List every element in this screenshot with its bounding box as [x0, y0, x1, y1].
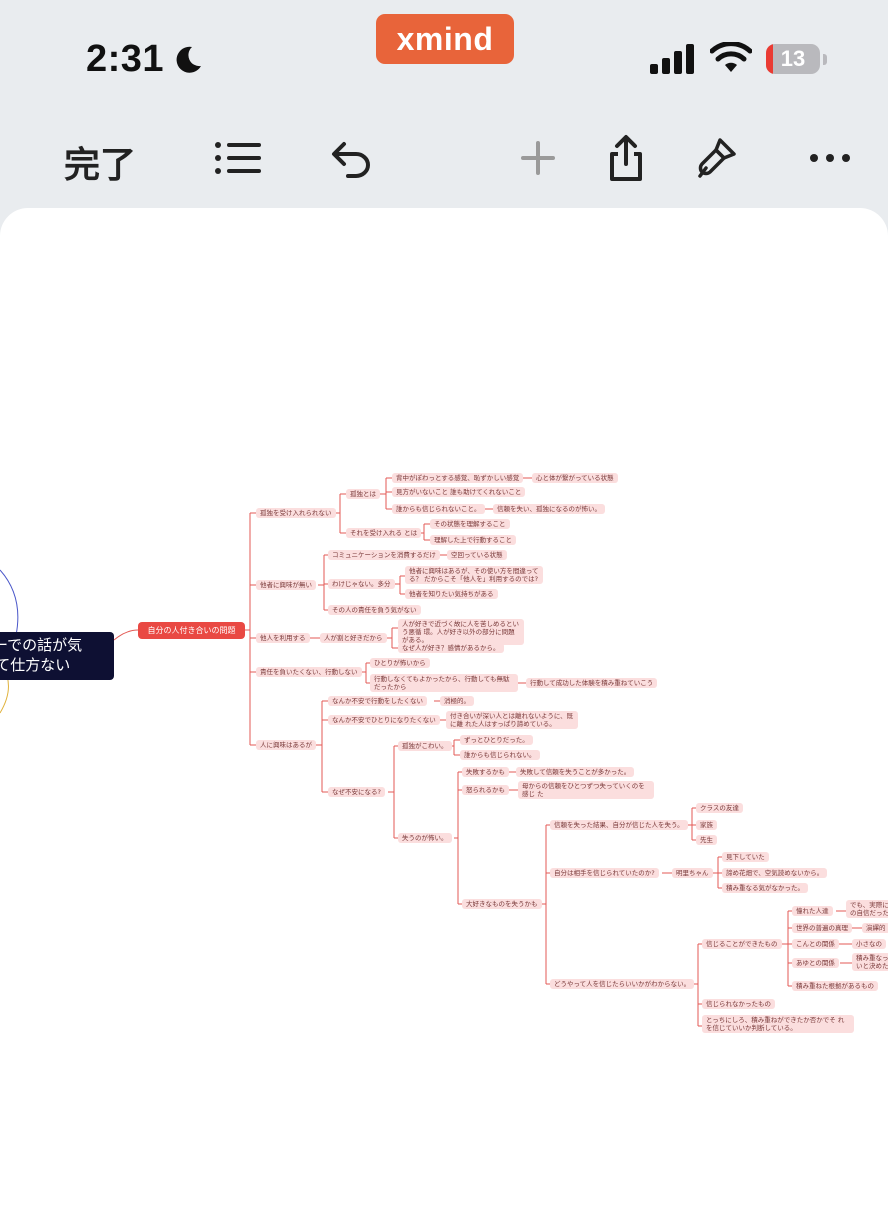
topic-node[interactable]: 積み重なっ いと決めた	[852, 953, 888, 971]
topic-node[interactable]: 空回っている状態	[447, 550, 507, 560]
battery-level-text: 13	[780, 46, 806, 71]
topic-node[interactable]: 誰からも信じられない。	[460, 750, 540, 760]
topic-node[interactable]: 信じられなかったもの	[702, 999, 775, 1009]
topic-node[interactable]: 他人を利用する	[256, 633, 310, 643]
topic-node[interactable]: 失敗して信頼を失うことが多かった。	[516, 767, 635, 777]
topic-node[interactable]: 消極的。	[440, 696, 474, 706]
topic-node[interactable]: 先生	[696, 835, 717, 845]
topic-node[interactable]: 世界の普遍の真理	[792, 923, 852, 933]
topic-node[interactable]: なんか不安でひとりになりたくない	[328, 715, 440, 725]
topic-node[interactable]: クラスの友達	[696, 803, 743, 813]
plus-icon	[521, 141, 555, 175]
topic-node[interactable]: 誰からも信じられないこと。	[392, 504, 485, 514]
main-topic[interactable]: 自分の人付き合いの問題	[138, 622, 245, 639]
topic-node[interactable]: とっちにしろ、積み重ねができたか否かでそ れを信じていいか判断している。	[702, 1015, 854, 1033]
topic-node[interactable]: 付き合いが深い人とは離れないように、既に離 れた人はすっぱり諦めている。	[446, 711, 578, 729]
topic-node[interactable]: 信頼を失い、孤独になるのが怖い。	[493, 504, 605, 514]
topic-node[interactable]: 明里ちゃん	[672, 868, 713, 878]
cellular-signal-icon	[650, 44, 694, 74]
topic-node[interactable]: 背中がぽわっとする感覚、恥ずかしい感覚	[392, 473, 524, 483]
battery-indicator: 13	[766, 44, 828, 76]
outline-list-button[interactable]	[214, 134, 262, 182]
topic-node[interactable]: なんか不安で行動をしたくない	[328, 696, 427, 706]
topic-node[interactable]: 心と体が繋がっている状態	[532, 473, 618, 483]
topic-node[interactable]: 責任を負いたくない、行動しない	[256, 667, 362, 677]
topic-node[interactable]: 見下していた	[722, 852, 769, 862]
topic-node[interactable]: 小さなの	[852, 939, 886, 949]
app-badge[interactable]: xmind	[376, 14, 514, 64]
topic-node[interactable]: 家族	[696, 820, 717, 830]
paint-brush-icon	[698, 138, 736, 178]
topic-node[interactable]: 自分は相手を信じられていたのか?	[550, 868, 659, 878]
connector-lines	[0, 477, 862, 1027]
topic-node[interactable]: 演繹的	[862, 923, 888, 933]
topic-node[interactable]: 他者に興味はあるが、その使い方を間違って る？ だからこそ「他人を」利用するので…	[405, 566, 543, 584]
topic-node[interactable]: 信じることができたもの	[702, 939, 782, 949]
topic-node[interactable]: ずっとひとりだった。	[460, 735, 533, 745]
topic-node[interactable]: 理解した上で行動すること	[430, 535, 516, 545]
topic-node[interactable]: 諦め花畑で、空気読めないから。	[722, 868, 828, 878]
topic-node[interactable]: 行動しなくてもよかったから、行動しても無駄 だったから	[370, 674, 518, 692]
topic-node[interactable]: 失うのが怖い。	[398, 833, 452, 843]
topic-node[interactable]: ひとりが怖いから	[370, 658, 430, 668]
topic-node[interactable]: 人が割と好きだから	[320, 633, 387, 643]
mindmap-canvas[interactable]: バーでの話が気 なって仕方ない 自分の人付き合いの問題 孤独を受け入れられない …	[0, 208, 888, 1208]
central-topic[interactable]: バーでの話が気 なって仕方ない	[0, 632, 114, 680]
topic-node[interactable]: 人に興味はあるが	[256, 740, 316, 750]
central-topic-line-2: なって仕方ない	[0, 656, 71, 674]
topic-node[interactable]: 行動して成功した体験を積み重ねていこう	[526, 678, 658, 688]
topic-node[interactable]: 大好きなものを失うかも	[462, 899, 542, 909]
topic-node[interactable]: 見方がいないこと 誰も助けてくれないこと	[392, 487, 526, 497]
topic-node[interactable]: その状態を理解すること	[430, 519, 510, 529]
topic-node[interactable]: 孤独を受け入れられない	[256, 508, 336, 518]
topic-node[interactable]: それを受け入れる とは	[346, 528, 422, 538]
status-bar: 2:31 xmind 13	[0, 0, 888, 110]
topic-node[interactable]: こんとの関係	[792, 939, 839, 949]
topic-node[interactable]: 失敗するかも	[462, 767, 509, 777]
add-topic-button[interactable]	[514, 134, 562, 182]
list-icon	[215, 142, 261, 174]
format-brush-button[interactable]	[692, 134, 740, 182]
topic-node[interactable]: わけじゃない。多分	[328, 579, 395, 589]
clock-time: 2:31	[86, 38, 165, 80]
topic-node[interactable]: 孤独とは	[346, 489, 380, 499]
more-options-button[interactable]	[806, 134, 854, 182]
share-button[interactable]	[602, 134, 650, 182]
undo-button[interactable]	[328, 134, 376, 182]
wifi-icon	[710, 42, 752, 72]
moon-icon	[176, 46, 201, 73]
more-horizontal-icon	[810, 154, 850, 162]
topic-node[interactable]: 他者を知りたい気持ちがある	[405, 589, 498, 599]
topic-node[interactable]: その人の責任を負う気がない	[328, 605, 421, 615]
topic-node[interactable]: 孤独がこわい。	[398, 741, 452, 751]
topic-node[interactable]: どうやって人を信じたらいいかがわからない。	[550, 979, 695, 989]
editor-toolbar: 完了	[0, 122, 888, 194]
topic-node[interactable]: なぜ人が好き？感情があるから。	[398, 643, 504, 653]
topic-node[interactable]: 積み重ねた根拠があるもの	[792, 981, 878, 991]
topic-node[interactable]: 母からの信頼をひとつずつ失っていくのを感じ た	[518, 781, 654, 799]
topic-node[interactable]: 他者に興味が無い	[256, 580, 316, 590]
central-topic-line-1: バーでの話が気	[0, 636, 83, 654]
topic-node[interactable]: 憧れた人達	[792, 906, 833, 916]
topic-node[interactable]: コミュニケーションを消費するだけ	[328, 550, 440, 560]
done-button[interactable]: 完了	[64, 145, 137, 186]
topic-node[interactable]: 信頼を失った結果、自分が信じた人を失う。	[550, 820, 688, 830]
share-icon	[610, 135, 642, 181]
topic-node[interactable]: 怒られるかも	[462, 785, 509, 795]
topic-node[interactable]: あゆとの関係	[792, 958, 839, 968]
topic-node[interactable]: なぜ不安になる?	[328, 787, 385, 797]
topic-node[interactable]: 人が好きで近づく故に人を苦しめるという悪循 環。人が好き以外の部分に問題がある。	[398, 619, 524, 645]
topic-node[interactable]: でも、実際に の自信だった	[846, 900, 888, 918]
undo-icon	[332, 142, 370, 178]
topic-node[interactable]: 積み重なる気がなかった。	[722, 883, 808, 893]
